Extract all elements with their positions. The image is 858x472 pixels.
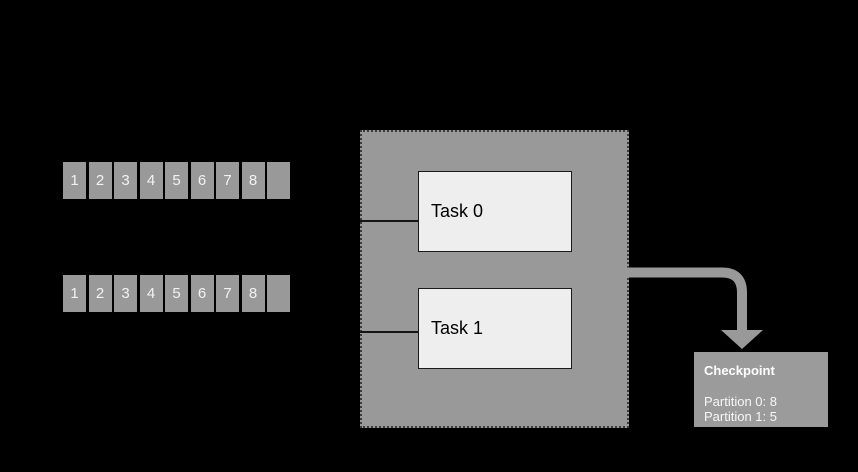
task-0-box: Task 0 [418, 171, 572, 252]
partition-cell: 7 [216, 275, 239, 312]
partition-cell: 2 [88, 162, 112, 199]
partition-cell: 2 [88, 275, 112, 312]
checkpoint-entries: Partition 0: 8 Partition 1: 5 [704, 394, 822, 424]
partition-cell: 1 [63, 162, 86, 199]
task-0-label: Task 0 [431, 201, 484, 221]
partition-cell [267, 275, 290, 312]
partition-cell: 5 [165, 275, 188, 312]
checkpoint-entry-partition-1: Partition 1: 5 [704, 409, 777, 424]
connector-line-task-1 [360, 331, 418, 333]
partition-cell: 4 [139, 275, 163, 312]
task-1-label: Task 1 [431, 318, 484, 338]
partition-cell: 5 [165, 162, 188, 199]
checkpoint-title: Checkpoint [704, 363, 775, 378]
partition-cell [267, 162, 290, 199]
partition-cell: 6 [190, 162, 214, 199]
partition-cell: 3 [114, 275, 137, 312]
partition-cell: 6 [190, 275, 214, 312]
checkpoint-box: Checkpoint Partition 0: 8 Partition 1: 5 [694, 352, 828, 427]
partition-cell: 3 [114, 162, 137, 199]
partition-cell: 8 [241, 275, 265, 312]
checkpoint-arrow [627, 267, 763, 349]
checkpoint-arrow-shaft [627, 267, 747, 331]
connector-line-task-0 [360, 220, 418, 222]
partition-cell: 1 [63, 275, 86, 312]
task-1-box: Task 1 [418, 288, 572, 369]
checkpoint-arrowhead [721, 330, 763, 349]
partition-cell: 7 [216, 162, 239, 199]
checkpoint-entry-partition-0: Partition 0: 8 [704, 394, 777, 409]
partition-cell: 4 [139, 162, 163, 199]
partition-cell: 8 [241, 162, 265, 199]
